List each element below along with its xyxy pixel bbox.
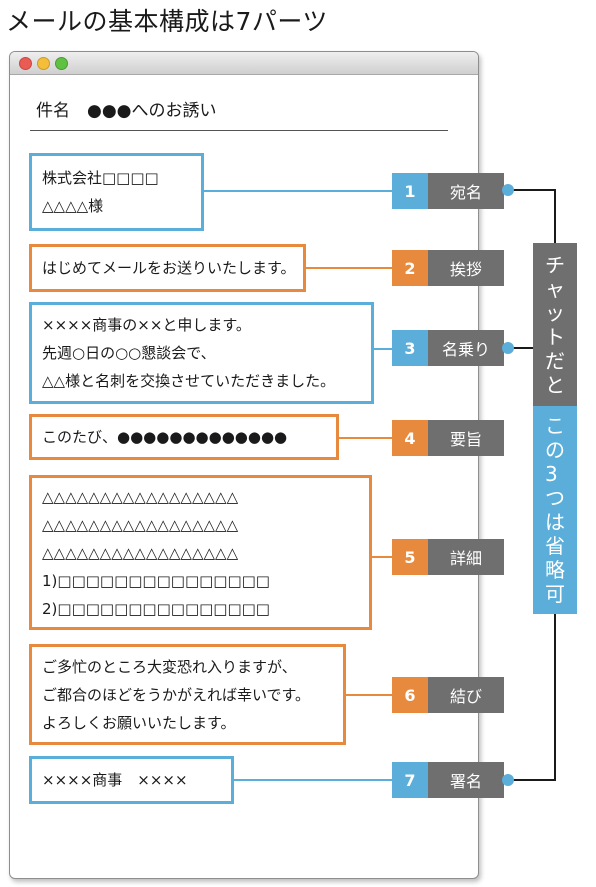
section-line: △△様と名刺を交換させていただきました。: [42, 372, 336, 390]
section-box-6: ご多忙のところ大変恐れ入りますが、 ご都合のほどをうかがえれば幸いです。 よろし…: [29, 644, 346, 745]
vertical-char: こ: [545, 414, 565, 438]
vertical-char: 省: [545, 534, 565, 558]
zoom-button[interactable]: [55, 57, 68, 70]
vertical-char: つ: [545, 486, 565, 510]
section-line: △△△△△△△△△△△△△△△△△: [42, 515, 239, 534]
section-label-5: 5 詳細: [392, 539, 504, 575]
bracket-vertical-top: [554, 189, 556, 245]
section-number: 5: [392, 539, 428, 575]
section-line: △△△△様: [42, 197, 104, 215]
section-line: よろしくお願いいたします。: [42, 713, 236, 732]
section-line: はじめてメールをお送りいたします。: [42, 259, 296, 277]
minimize-button[interactable]: [37, 57, 50, 70]
section-name: 署名: [428, 762, 504, 798]
chat-note-gray: チャットだと: [533, 243, 577, 406]
vertical-char: ャ: [545, 276, 565, 301]
section-name: 詳細: [428, 539, 504, 575]
section-number: 3: [392, 330, 428, 366]
section-box-1: 株式会社□□□□ △△△△様: [29, 153, 204, 231]
section-name: 要旨: [428, 420, 504, 456]
section-number: 6: [392, 677, 428, 713]
connector-2: [306, 267, 392, 269]
bracket-arm-1: [510, 189, 556, 191]
section-line: 先週○日の○○懇談会で、: [42, 344, 216, 362]
vertical-char: は: [545, 510, 565, 534]
connector-5: [372, 556, 392, 558]
section-name: 宛名: [428, 173, 504, 209]
vertical-char: ッ: [545, 300, 565, 325]
section-number: 4: [392, 420, 428, 456]
section-label-7: 7 署名: [392, 762, 504, 798]
connector-3: [374, 348, 392, 350]
diagram-title: メールの基本構成は7パーツ: [6, 7, 328, 36]
mail-subject: 件名 ●●●へのお誘い: [36, 101, 217, 121]
section-box-4: このたび、●●●●●●●●●●●●●: [29, 414, 339, 460]
bracket-dot-1: [502, 184, 514, 196]
section-name: 結び: [428, 677, 504, 713]
section-name: 挨拶: [428, 250, 504, 286]
section-label-1: 1 宛名: [392, 173, 504, 209]
vertical-char: 略: [545, 558, 565, 582]
section-line: △△△△△△△△△△△△△△△△△: [42, 487, 239, 506]
connector-6: [346, 694, 392, 696]
vertical-char: だ: [545, 348, 565, 373]
bracket-dot-7: [502, 774, 514, 786]
section-number: 1: [392, 173, 428, 209]
vertical-char: チ: [545, 252, 565, 277]
section-line: 1)□□□□□□□□□□□□□□□: [42, 571, 270, 590]
section-line: ××××商事 ××××: [42, 771, 188, 789]
window-titlebar: [10, 52, 478, 75]
chat-note-text: チャットだと: [545, 253, 565, 397]
close-button[interactable]: [19, 57, 32, 70]
subject-divider: [30, 130, 448, 131]
section-box-7: ××××商事 ××××: [29, 756, 234, 804]
connector-1: [204, 190, 392, 192]
vertical-char: の: [545, 438, 565, 462]
section-line: ご多忙のところ大変恐れ入りますが、: [42, 657, 297, 676]
vertical-char: 可: [545, 582, 565, 606]
section-label-2: 2 挨拶: [392, 250, 504, 286]
vertical-char: 3: [545, 462, 558, 486]
connector-7: [234, 779, 392, 781]
bracket-dot-3: [502, 342, 514, 354]
vertical-char: ト: [545, 324, 565, 349]
section-name: 名乗り: [428, 330, 504, 366]
section-label-4: 4 要旨: [392, 420, 504, 456]
section-line: △△△△△△△△△△△△△△△△△: [42, 543, 239, 562]
section-line: ご都合のほどをうかがえれば幸いです。: [42, 685, 311, 704]
bracket-vertical-bottom: [554, 612, 556, 781]
connector-4: [339, 437, 392, 439]
section-number: 7: [392, 762, 428, 798]
bracket-arm-7: [510, 779, 556, 781]
section-line: 2)□□□□□□□□□□□□□□□: [42, 599, 270, 618]
section-box-3: ××××商事の××と申します。 先週○日の○○懇談会で、 △△様と名刺を交換させ…: [29, 302, 374, 404]
section-line: このたび、●●●●●●●●●●●●●: [42, 428, 288, 446]
vertical-char: と: [545, 372, 565, 397]
section-line: 株式会社□□□□: [42, 169, 159, 187]
section-label-6: 6 結び: [392, 677, 504, 713]
section-box-5: △△△△△△△△△△△△△△△△△ △△△△△△△△△△△△△△△△△ △△△△…: [29, 475, 372, 630]
section-box-2: はじめてメールをお送りいたします。: [29, 244, 306, 292]
section-line: ××××商事の××と申します。: [42, 316, 251, 334]
section-number: 2: [392, 250, 428, 286]
bracket-arm-3: [510, 347, 533, 349]
section-label-3: 3 名乗り: [392, 330, 504, 366]
